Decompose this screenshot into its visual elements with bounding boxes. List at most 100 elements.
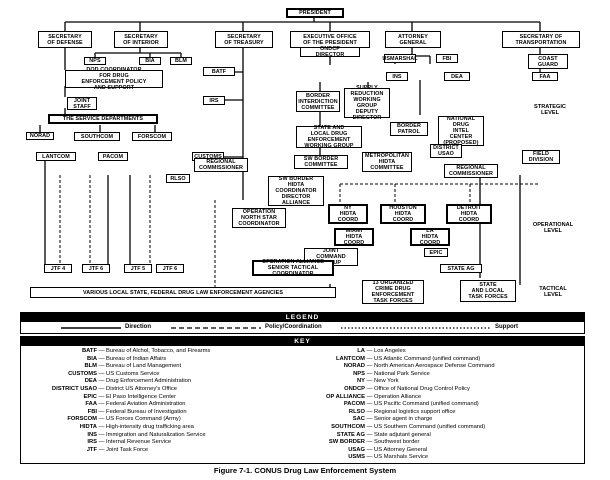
bia-box: BIA bbox=[139, 57, 161, 65]
key-row: FBI — Federal Bureau of Investigation bbox=[27, 409, 187, 416]
key-definition: US Pacific Command (unified command) bbox=[374, 401, 479, 408]
ondcp-director-box: ONDCP DIRECTOR bbox=[300, 46, 360, 58]
key-separator: — bbox=[97, 424, 107, 430]
key-abbreviation: RLSO bbox=[348, 408, 365, 415]
key-abbreviation: STATE AG bbox=[336, 431, 365, 438]
dod-coordinator-box: DOD COORDINATOR FOR DRUG ENFORCEMENT POL… bbox=[65, 67, 163, 91]
key-abbreviation: INS bbox=[87, 431, 97, 438]
key-definition: Regional logistics support office bbox=[374, 408, 456, 415]
key-abbreviation: FAA bbox=[85, 401, 97, 408]
key-separator: — bbox=[365, 408, 375, 415]
key-row: DEA — Drug Enforcement Administration bbox=[27, 378, 191, 385]
service-departments-box: THE SERVICE DEPARTMENTS bbox=[48, 114, 158, 124]
ocdetf-box: 13 ORGANIZED CRIME DRUG ENFORCEMENT TASK… bbox=[362, 280, 424, 304]
sw-border-committee-box: SW BORDER COMMITTEE bbox=[294, 155, 348, 169]
key-definition: State adjutant general bbox=[374, 431, 431, 438]
key-separator: — bbox=[365, 348, 375, 354]
state-local-drug-box: STATE AND LOCAL DRUG ENFORCEMENT WORKING… bbox=[296, 125, 362, 149]
key-separator: — bbox=[365, 370, 375, 377]
joint-staff-box: JOINT STAFF bbox=[67, 97, 97, 110]
key-abbreviation: OP ALLIANCE bbox=[326, 393, 365, 400]
key-definition: District US Attorney's Office bbox=[106, 386, 177, 392]
key-row: RLSO — Regional logistics support office bbox=[303, 408, 456, 416]
key-row: FORSCOM — US Forces Command (Army) bbox=[27, 416, 181, 423]
irs-box: IRS bbox=[203, 96, 225, 105]
key-definition: Office of National Drug Control Policy bbox=[374, 386, 470, 392]
secretary-of-treasury-box: SECRETARY OF TREASURY bbox=[215, 31, 273, 48]
key-separator: — bbox=[97, 431, 107, 438]
key-definition: US Forces Command (Army) bbox=[106, 416, 181, 423]
key-definition: Joint Task Force bbox=[106, 446, 149, 453]
batf-box: BATF bbox=[203, 67, 235, 76]
key-abbreviation: NPS bbox=[353, 370, 365, 377]
pacom-box: PACOM bbox=[98, 152, 128, 161]
key-abbreviation: LANTCOM bbox=[336, 355, 365, 362]
national-drug-intel-box: NATIONAL DRUG INTEL CENTER (PROPOSED) bbox=[438, 116, 484, 146]
key-row: JTF — Joint Task Force bbox=[27, 447, 148, 454]
key-definition: National Park Service bbox=[374, 370, 430, 377]
forscom-box: FORSCOM bbox=[132, 132, 172, 141]
regional-commissioner-box-1: REGIONAL COMMISSIONER bbox=[194, 158, 248, 172]
key-separator: — bbox=[97, 401, 107, 408]
key-row: USMS — US Marshals Service bbox=[303, 454, 428, 461]
key-row: USAG — US Attorney General bbox=[303, 447, 427, 454]
key-abbreviation: ONDCP bbox=[344, 386, 365, 392]
state-ag-box: STATE AG bbox=[440, 264, 482, 273]
key-abbreviation: USMS bbox=[348, 454, 365, 461]
key-separator: — bbox=[97, 446, 107, 453]
legend-title: LEGEND bbox=[21, 313, 584, 322]
support-line-icon bbox=[341, 327, 491, 329]
rlso-box: RLSO bbox=[166, 174, 190, 183]
blm-box: BLM bbox=[170, 57, 192, 65]
key-definition: Los Angeles bbox=[374, 348, 406, 354]
key-separator: — bbox=[97, 408, 107, 415]
key-abbreviation: LA bbox=[357, 348, 365, 354]
legend-support: Support bbox=[495, 324, 518, 330]
key-row: CUSTOMS — US Customs Service bbox=[27, 370, 159, 378]
dea-box: DEA bbox=[444, 72, 470, 81]
key-abbreviation: HIDTA bbox=[79, 424, 97, 430]
key-row: BATF — Bureau of Alchol, Tobacco, and Fi… bbox=[27, 348, 210, 355]
la-hidta-box: LA HIDTA COORD bbox=[410, 228, 450, 246]
key-row: BLM — Bureau of Land Management bbox=[27, 363, 181, 370]
key-separator: — bbox=[97, 393, 107, 400]
key-abbreviation: SW BORDER bbox=[328, 439, 365, 446]
key-separator: — bbox=[365, 393, 375, 400]
fbi-box: FBI bbox=[436, 54, 458, 63]
key-row: NORAD — North American Aerospace Defense… bbox=[303, 363, 495, 370]
key-definition: Senior agent in charge bbox=[374, 416, 433, 423]
key-separator: — bbox=[365, 378, 375, 385]
key-definition: Drug Enforcement Administration bbox=[106, 378, 192, 385]
key-row: SW BORDER — Southwest border bbox=[303, 439, 420, 446]
key-separator: — bbox=[365, 431, 375, 438]
figure-caption: Figure 7-1. CONUS Drug Law Enforcement S… bbox=[213, 466, 397, 475]
jtf-6-box-1: JTF 6 bbox=[82, 264, 110, 273]
key-abbreviation: JTF bbox=[86, 446, 97, 453]
key-abbreviation: FBI bbox=[87, 408, 97, 415]
epic-box: EPIC bbox=[424, 248, 448, 257]
ins-box: INS bbox=[386, 72, 408, 81]
key-definition: Operation Alliance bbox=[374, 393, 422, 400]
key: KEY BATF — Bureau of Alchol, Tobacco, an… bbox=[20, 336, 585, 464]
strategic-level-label: STRATEGIC LEVEL bbox=[534, 104, 566, 117]
key-definition: US Southern Command (unified command) bbox=[374, 424, 486, 430]
coast-guard-box: COAST GUARD bbox=[528, 54, 568, 69]
operation-alliance-box: OPERATION ALLIANCE SENIOR TACTICAL COORD… bbox=[252, 259, 334, 277]
key-definition: Federal Aviation Administration bbox=[106, 401, 186, 408]
state-local-task-forces-box: STATE AND LOCAL TASK FORCES bbox=[460, 280, 516, 302]
key-separator: — bbox=[97, 370, 107, 377]
key-abbreviation: NY bbox=[356, 378, 365, 385]
key-separator: — bbox=[365, 386, 375, 392]
border-patrol-box: BORDER PATROL bbox=[390, 122, 428, 136]
key-abbreviation: SOUTHCOM bbox=[331, 424, 365, 430]
key-abbreviation: FORSCOM bbox=[67, 416, 97, 423]
key-separator: — bbox=[365, 454, 375, 461]
key-separator: — bbox=[365, 355, 375, 362]
legend-direction: Direction bbox=[125, 324, 152, 330]
key-definition: Immigration and Naturalization Service bbox=[106, 431, 206, 438]
metropolitan-hidta-box: METROPOLITAN HIDTA COMMITTEE bbox=[362, 152, 412, 172]
key-definition: Bureau of Indian Affairs bbox=[106, 355, 167, 362]
key-definition: High-intensity drug trafficking area bbox=[106, 424, 194, 430]
key-row: SAC — Senior agent in charge bbox=[303, 416, 433, 423]
key-separator: — bbox=[97, 416, 107, 423]
